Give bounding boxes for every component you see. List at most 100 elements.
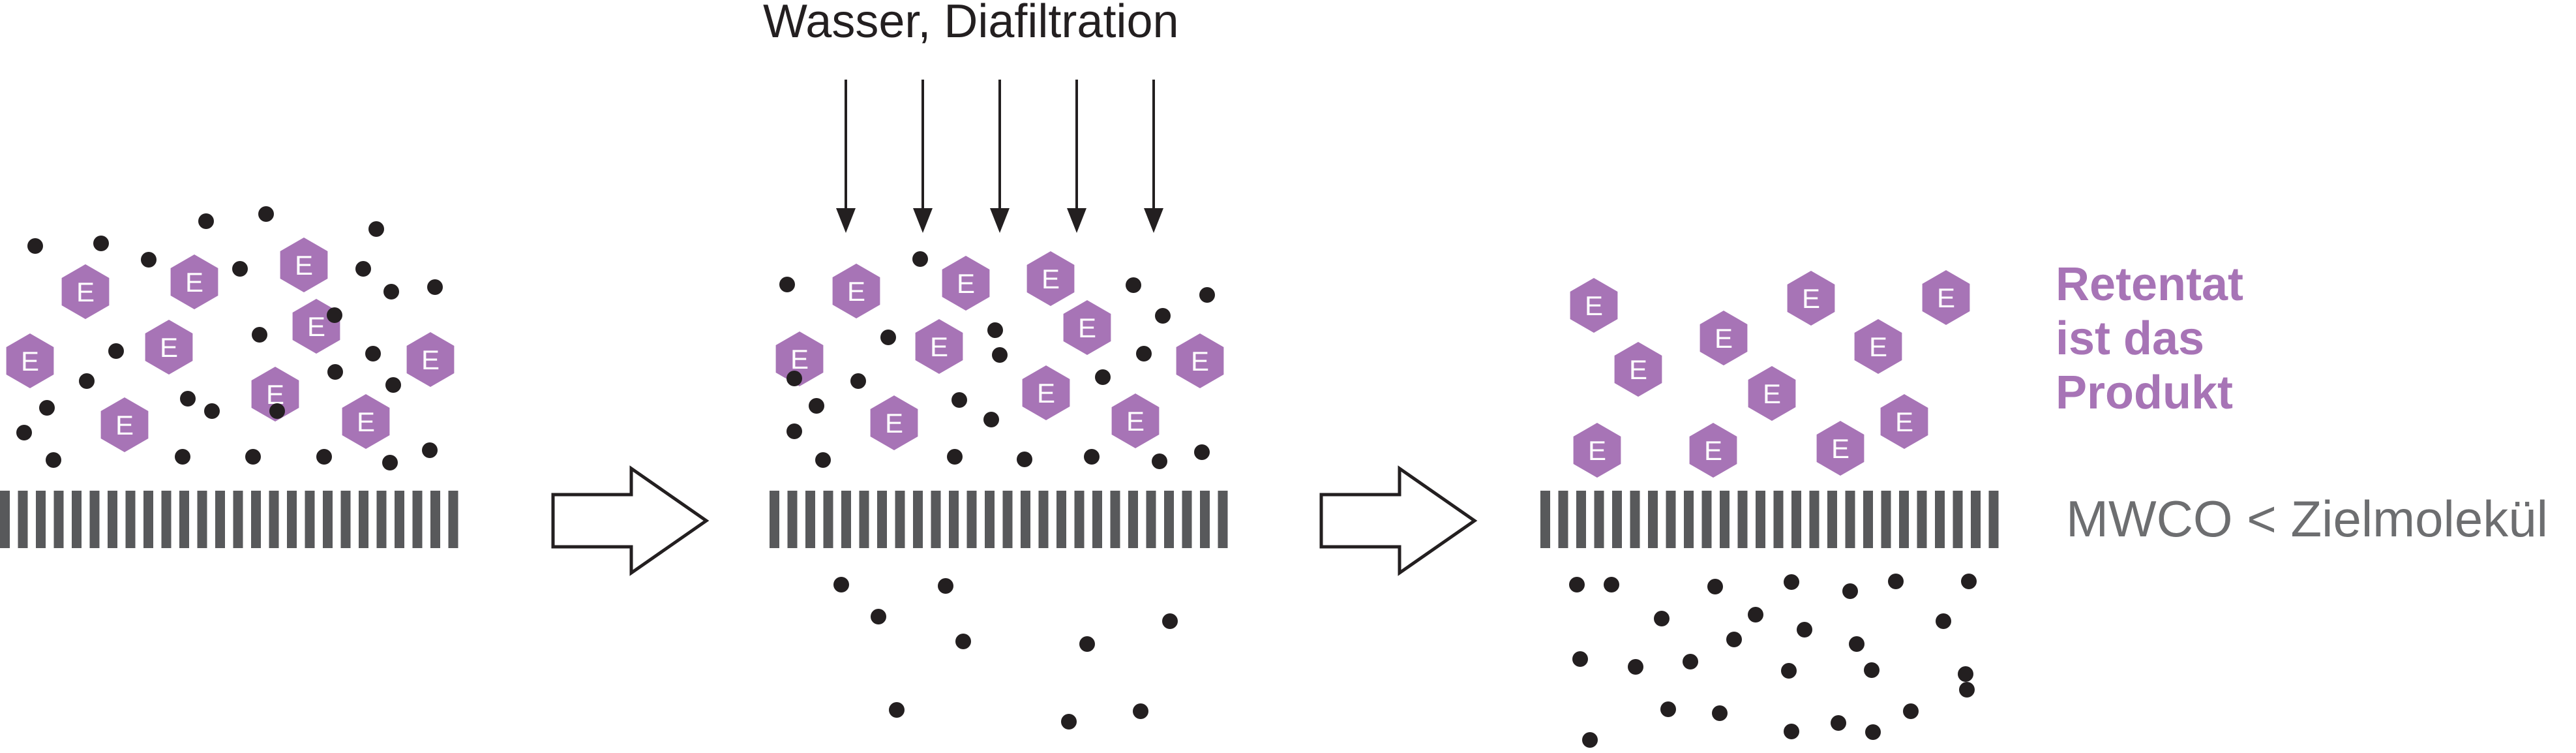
hexagon-E-icon: E — [870, 395, 918, 450]
small-molecule-dot — [1162, 613, 1178, 629]
hexagon-shape — [1022, 365, 1070, 420]
hexagon-shape — [1570, 278, 1618, 333]
small-molecule-dot — [232, 261, 248, 277]
hexagon-E-icon: E — [61, 264, 110, 319]
small-molecule-dot — [1888, 574, 1904, 589]
small-molecule-dot — [316, 449, 332, 465]
membrane-bar — [787, 491, 798, 548]
membrane-bar — [233, 491, 243, 548]
membrane-bar — [1917, 491, 1927, 548]
membrane-bar — [895, 491, 905, 548]
membrane-bar — [931, 491, 941, 548]
small-molecule-dot — [1726, 632, 1742, 647]
membrane-bar — [305, 491, 315, 548]
small-molecule-dot — [93, 236, 109, 251]
small-molecule-dot — [786, 371, 802, 386]
membrane-bar — [1791, 491, 1801, 548]
small-molecule-dot — [422, 442, 438, 458]
hexagon-letter: E — [1037, 378, 1055, 408]
membrane-bar — [1684, 491, 1694, 548]
hexagon-letter: E — [1629, 354, 1647, 385]
membrane-bar — [985, 491, 995, 548]
small-molecule-dot — [175, 449, 190, 465]
membrane-bar — [1720, 491, 1730, 548]
small-molecule-dot — [1084, 449, 1100, 465]
small-molecule-dot — [1572, 651, 1588, 667]
small-molecule-dot — [1660, 701, 1676, 717]
hexagon-shape — [61, 264, 110, 319]
hexagon-letter: E — [307, 311, 325, 342]
membrane-bar — [323, 491, 333, 548]
hexagon-letter: E — [1937, 283, 1955, 313]
small-molecule-dot — [1079, 636, 1095, 652]
mwco-label: MWCO < Zielmolekül — [2066, 490, 2548, 547]
small-molecule-dot — [1831, 715, 1846, 731]
small-molecule-dot — [1152, 453, 1167, 469]
hexagon-letter: E — [295, 250, 313, 281]
small-molecule-dot — [955, 634, 971, 649]
small-molecule-dot — [1133, 703, 1148, 719]
small-molecule-dot — [327, 307, 342, 323]
small-molecule-dot — [16, 425, 32, 440]
hexagon-letter: E — [185, 267, 203, 298]
membrane-bar — [1218, 491, 1228, 548]
arrow-head — [1144, 208, 1163, 233]
membrane-bar — [1558, 491, 1568, 548]
membrane-bar — [108, 491, 117, 548]
membrane-bar — [1899, 491, 1909, 548]
hexagon-letter: E — [1802, 283, 1820, 314]
membrane-bar — [1648, 491, 1658, 548]
membrane-bar — [340, 491, 351, 548]
hexagon-E-icon: E — [6, 333, 54, 388]
membrane-panel-3 — [1540, 491, 1999, 548]
small-molecule-dot — [1604, 577, 1619, 592]
membrane-bar — [1881, 491, 1891, 548]
membrane-panel-1 — [0, 491, 458, 548]
hexagon-letter: E — [1191, 346, 1209, 376]
membrane-bar — [1935, 491, 1945, 548]
small-molecule-dot — [1136, 346, 1152, 361]
hexagon-E-icon: E — [1787, 271, 1835, 326]
hexagon-E-icon: E — [775, 331, 824, 386]
membrane-bar — [376, 491, 387, 548]
membrane-bar — [395, 491, 404, 548]
hexagon-letter: E — [421, 345, 440, 375]
small-molecule-dot — [1628, 659, 1643, 675]
small-molecule-dot — [355, 261, 371, 277]
hexagon-letter: E — [957, 268, 975, 299]
small-molecule-dot — [983, 412, 999, 427]
hexagon-E-icon: E — [100, 397, 149, 452]
small-molecule-dot — [833, 577, 849, 592]
arrow-head — [990, 208, 1010, 233]
membrane-bar — [841, 491, 851, 548]
hexagon-E-icon: E — [1700, 311, 1748, 365]
hexagon-shape — [1880, 394, 1928, 449]
small-molecule-dot — [987, 322, 1003, 338]
hexagon-letter: E — [1588, 435, 1606, 466]
retentat-line-3: Produkt — [2056, 367, 2234, 419]
hexagon-letter: E — [1763, 378, 1781, 409]
hexagon-shape — [1689, 423, 1737, 478]
membrane-bar — [1809, 491, 1820, 548]
hexagon-shape — [100, 397, 149, 452]
small-molecule-dot — [427, 279, 443, 295]
membrane-bar — [770, 491, 779, 548]
membrane-bar — [125, 491, 136, 548]
hexagon-E-icon: E — [170, 254, 218, 309]
retentat-product-label: Retentat ist das Produkt — [2056, 258, 2243, 420]
membrane-bar — [89, 491, 100, 548]
membrane-bar — [1074, 491, 1085, 548]
hexagon-E-icon: E — [1689, 423, 1737, 478]
small-molecule-dot — [992, 347, 1008, 363]
hexagon-letter: E — [357, 407, 375, 437]
hexagon-shape — [1787, 271, 1835, 326]
membrane-bar — [1540, 491, 1550, 548]
membrane-bar — [179, 491, 189, 548]
hexagon-E-icon: E — [1063, 300, 1111, 355]
arrow-head — [913, 208, 933, 233]
hexagon-shape — [1111, 393, 1160, 448]
